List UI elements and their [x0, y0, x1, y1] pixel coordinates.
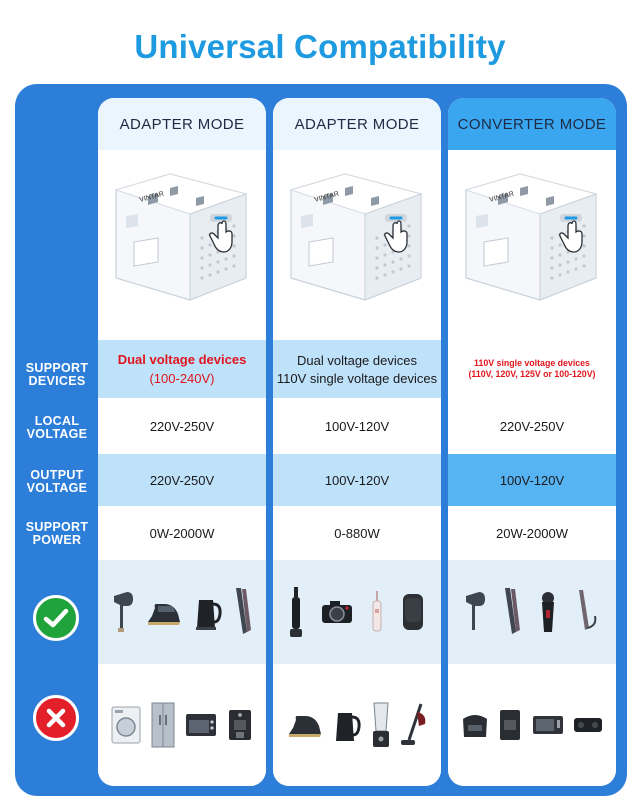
refrigerator-icon	[151, 702, 175, 748]
output-voltage-cell: 100V-120V	[448, 454, 616, 506]
local-voltage-cell: 100V-120V	[273, 398, 441, 454]
support-devices-line1: Dual voltage devices	[297, 352, 417, 368]
support-power-cell: 20W-2000W	[448, 506, 616, 560]
water-flosser-icon	[372, 591, 382, 632]
incompatible-devices	[448, 664, 616, 786]
adapter-image: VINTAR	[448, 150, 616, 340]
row-label-local-voltage: LOCAL VOLTAGE	[26, 414, 88, 441]
support-devices-line2: (100-240V)	[149, 371, 215, 386]
support-devices-line2: 110V single voltage devices	[276, 370, 438, 386]
row-label-support-power: SUPPORT POWER	[25, 520, 89, 547]
hair-dryer-icon	[466, 592, 485, 630]
hair-straightener-icon	[235, 588, 251, 634]
steam-iron-icon	[147, 604, 180, 625]
rice-cooker-icon	[462, 715, 487, 737]
local-voltage-cell: 220V-250V	[448, 398, 616, 454]
support-devices-cell: 110V single voltage devices (110V, 120V,…	[448, 340, 616, 398]
support-power-cell: 0-880W	[273, 506, 441, 560]
mode-header: CONVERTER MODE	[448, 98, 616, 150]
support-power-cell: 0W-2000W	[98, 506, 266, 560]
adapter-image: VINTAR	[273, 150, 441, 340]
compatible-devices	[448, 560, 616, 664]
page-title: Universal Compatibility	[134, 28, 506, 65]
output-voltage-cell: 100V-120V	[273, 454, 441, 506]
row-label-output-voltage: OUTPUT VOLTAGE	[26, 468, 88, 495]
compatible-devices	[98, 560, 266, 664]
washing-machine-icon	[111, 706, 141, 744]
soundbar-icon	[574, 718, 603, 732]
support-devices-cell: Dual voltage devices (100-240V)	[98, 340, 266, 398]
cross-icon	[33, 695, 79, 741]
coffee-machine-icon	[229, 710, 251, 740]
mode-column-1: ADAPTER MODE VINTAR Dual voltage devices…	[98, 98, 266, 786]
coffee-machine-icon	[500, 710, 521, 740]
incompatible-devices	[98, 664, 266, 786]
camera-icon	[321, 601, 352, 623]
mode-header: ADAPTER MODE	[98, 98, 266, 150]
support-devices-cell: Dual voltage devices 110V single voltage…	[273, 340, 441, 398]
vacuum-cleaner-icon	[401, 703, 426, 745]
blender-icon	[372, 702, 389, 747]
electric-kettle-icon	[195, 600, 222, 630]
compatible-devices	[273, 560, 441, 664]
row-label-support-devices: SUPPORT DEVICES	[25, 361, 89, 388]
electric-toothbrush-icon	[290, 587, 303, 637]
hair-straightener-icon	[505, 588, 520, 634]
curling-iron-icon	[579, 590, 597, 630]
microwave-icon	[532, 716, 563, 734]
incompatible-devices	[273, 664, 441, 786]
speaker-icon	[402, 594, 423, 630]
output-voltage-cell: 220V-250V	[98, 454, 266, 506]
oven-icon	[186, 714, 216, 736]
mode-column-3: CONVERTER MODE VINTAR 110V single voltag…	[448, 98, 616, 786]
electric-kettle-icon	[336, 713, 361, 741]
mode-column-2: ADAPTER MODE VINTAR Dual voltage devices…	[273, 98, 441, 786]
adapter-image: VINTAR	[98, 150, 266, 340]
support-devices-line2: (110V, 120V, 125V or 100-120V)	[468, 369, 596, 379]
steam-iron-icon	[288, 716, 321, 737]
local-voltage-cell: 220V-250V	[98, 398, 266, 454]
electric-shaver-icon	[542, 592, 554, 632]
check-icon	[33, 595, 79, 641]
support-devices-line1: 110V single voltage devices	[474, 358, 590, 368]
hair-dryer-icon	[113, 592, 133, 632]
support-devices-line1: Dual voltage devices	[117, 352, 247, 367]
mode-header: ADAPTER MODE	[273, 98, 441, 150]
